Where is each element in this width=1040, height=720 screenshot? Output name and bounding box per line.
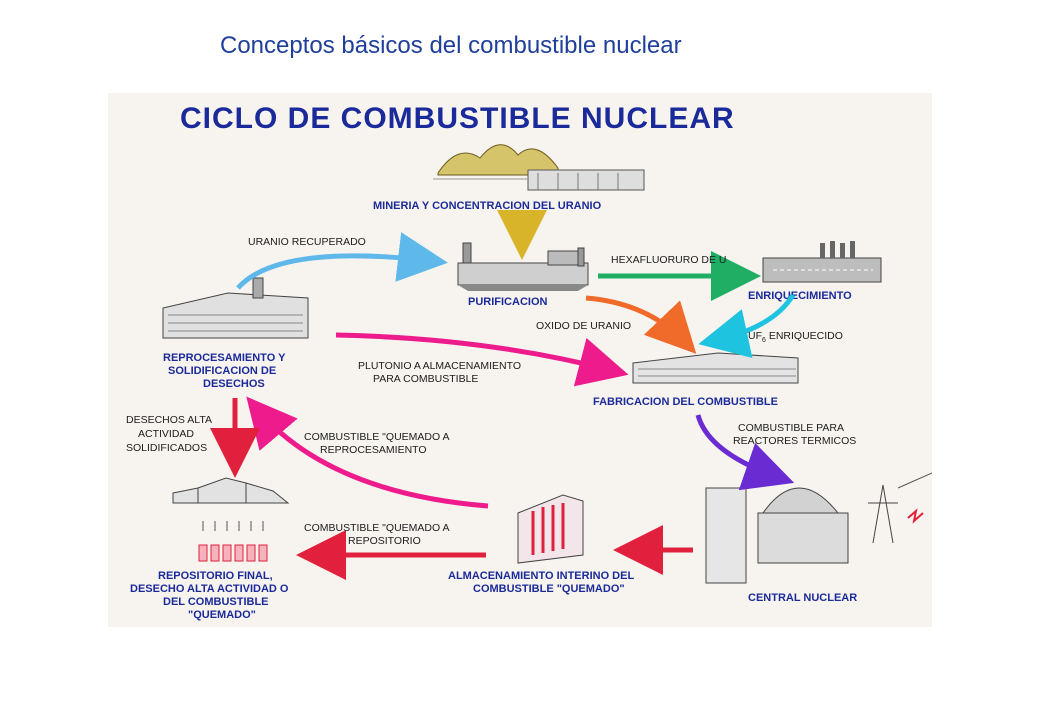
- enrichment-label: ENRIQUECIMIENTO: [748, 290, 852, 302]
- edge-label-quemado-reprocesamiento: COMBUSTIBLE "QUEMADO A REPROCESAMIENTO: [304, 431, 452, 456]
- interim-storage-illustration: [517, 494, 584, 564]
- mining-label: MINERIA Y CONCENTRACION DEL URANIO: [373, 200, 602, 212]
- nuclear-fuel-cycle-diagram: CICLO DE COMBUSTIBLE NUCLEAR MINERIA Y C…: [108, 93, 933, 627]
- interim-storage-label: ALMACENAMIENTO INTERINO DEL COMBUSTIBLE …: [448, 570, 637, 595]
- fabrication-label: FABRICACION DEL COMBUSTIBLE: [593, 396, 778, 408]
- arrow-uf6-enriquecido: [698, 293, 796, 359]
- arrow-quemado-reprocesamiento: [246, 396, 489, 509]
- nuclear-plant-illustration: [705, 472, 933, 584]
- edge-label-quemado-repositorio: COMBUSTIBLE "QUEMADO A REPOSITORIO: [304, 522, 452, 547]
- edge-label-oxido: OXIDO DE URANIO: [536, 320, 631, 332]
- arrow-uranio-recuperado: [236, 232, 448, 290]
- edge-label-uf6: UF6 ENRIQUECIDO: [748, 330, 843, 344]
- arrow-oxido-uranio: [585, 295, 697, 354]
- mining-illustration: [433, 144, 645, 191]
- edge-label-uranio-recuperado: URANIO RECUPERADO: [248, 236, 366, 248]
- edge-label-hexafluoruro: HEXAFLUORURO DE U: [611, 254, 727, 266]
- edge-label-desechos: DESECHOS ALTA ACTIVIDAD SOLIDIFICADOS: [126, 414, 214, 454]
- edge-label-plutonio: PLUTONIO A ALMACENAMIENTO PARA COMBUSTIB…: [358, 360, 524, 385]
- purification-label: PURIFICACION: [468, 296, 548, 308]
- diagram-title: CICLO DE COMBUSTIBLE NUCLEAR: [180, 102, 735, 135]
- edge-label-combustible-termicos: COMBUSTIBLE PARA REACTORES TERMICOS: [733, 422, 856, 447]
- fabrication-illustration: [632, 352, 799, 384]
- reprocessing-illustration: [162, 277, 309, 339]
- arrow-plutonio: [335, 332, 629, 387]
- final-repository-label: REPOSITORIO FINAL, DESECHO ALTA ACTIVIDA…: [130, 570, 292, 621]
- final-repository-illustration: [172, 477, 290, 562]
- page-title: Conceptos básicos del combustible nuclea…: [220, 32, 682, 59]
- purification-illustration: [457, 242, 589, 291]
- enrichment-illustration: [762, 241, 882, 283]
- reprocessing-label: REPROCESAMIENTO Y SOLIDIFICACION DE DESE…: [163, 352, 288, 390]
- nuclear-plant-label: CENTRAL NUCLEAR: [748, 592, 857, 604]
- arrow-combustible-termicos: [695, 414, 795, 491]
